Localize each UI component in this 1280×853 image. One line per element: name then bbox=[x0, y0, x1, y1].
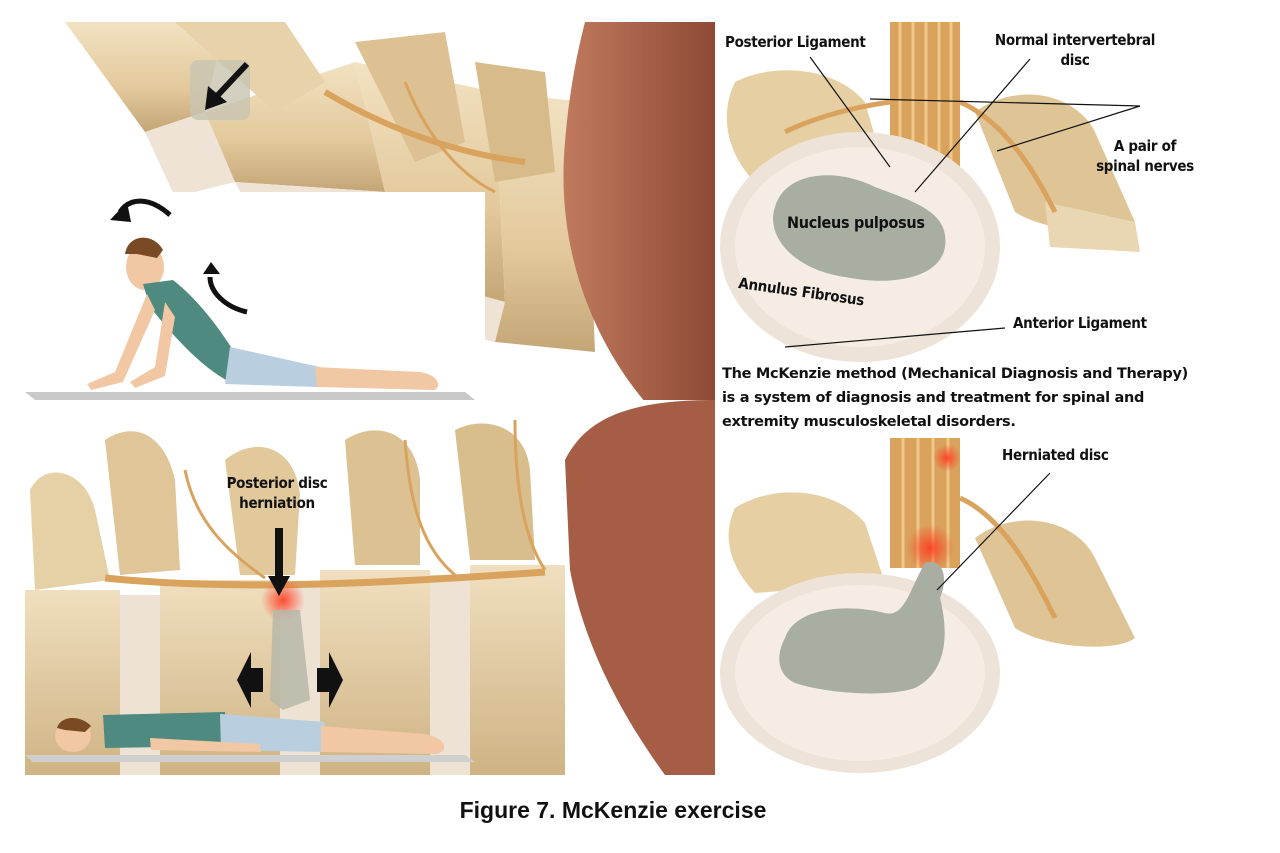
description-line1: The McKenzie method (Mechanical Diagnosi… bbox=[722, 366, 1188, 382]
prone-lying-figure bbox=[55, 712, 445, 754]
posterior-herniation-label: Posterior disc herniation bbox=[212, 473, 342, 513]
prone-press-up-figure bbox=[87, 237, 439, 390]
down-left-arrow-icon bbox=[205, 61, 250, 110]
label-leader-lines bbox=[784, 56, 1141, 348]
mckenzie-description: The McKenzie method (Mechanical Diagnosi… bbox=[722, 362, 1222, 434]
herniated-disc-panel bbox=[715, 438, 1230, 775]
herniated-disc-illustration bbox=[715, 438, 1230, 775]
spine-extension-panel bbox=[25, 22, 715, 402]
left-arrow-icon bbox=[237, 652, 263, 708]
posterior-herniation-label-line2: herniation bbox=[239, 494, 315, 512]
herniated-disc-leader-line bbox=[936, 472, 1051, 591]
normal-disc-label-line1: Normal intervertebral bbox=[994, 31, 1156, 49]
normal-disc-illustration bbox=[715, 22, 1230, 362]
nucleus-pulposus-label: Nucleus pulposus bbox=[787, 213, 925, 232]
curved-arrow-upper-icon bbox=[110, 198, 172, 222]
posterior-herniation-label-line1: Posterior disc bbox=[226, 474, 328, 492]
spine-extension-illustration bbox=[25, 22, 715, 402]
figure-caption: Figure 7. McKenzie exercise bbox=[459, 797, 767, 823]
right-arrow-icon bbox=[317, 652, 343, 708]
normal-disc-panel bbox=[715, 22, 1230, 362]
herniated-disc-label: Herniated disc bbox=[1002, 446, 1109, 464]
anterior-ligament-label: Anterior Ligament bbox=[1013, 314, 1147, 332]
curved-arrow-lower-icon bbox=[203, 262, 248, 315]
description-line3: extremity musculoskeletal disorders. bbox=[722, 414, 1016, 430]
normal-disc-label-line2: disc bbox=[1060, 51, 1090, 69]
herniation-illustration bbox=[25, 400, 715, 775]
normal-disc-label: Normal intervertebral disc bbox=[985, 30, 1165, 70]
posterior-ligament-label: Posterior Ligament bbox=[725, 33, 866, 51]
spinal-nerves-label: A pair of spinal nerves bbox=[1080, 136, 1210, 176]
description-line2: is a system of diagnosis and treatment f… bbox=[722, 390, 1145, 406]
down-arrow-icon bbox=[268, 528, 290, 596]
spinal-nerves-label-line2: spinal nerves bbox=[1096, 157, 1194, 175]
herniation-panel bbox=[25, 400, 715, 775]
spinal-nerves-label-line1: A pair of bbox=[1113, 137, 1177, 155]
